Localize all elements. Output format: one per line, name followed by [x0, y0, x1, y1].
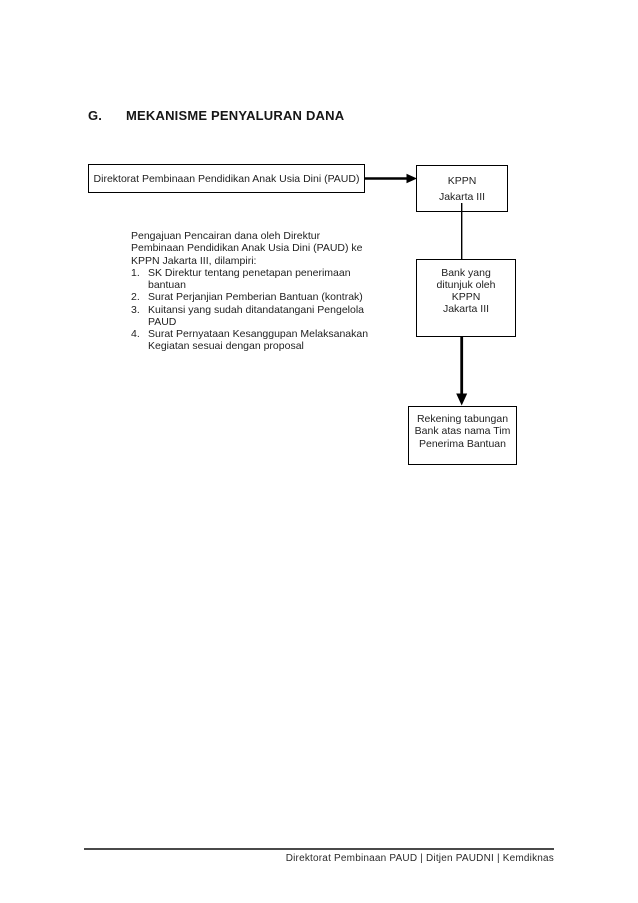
- node-label-direktorat: Direktorat Pembinaan Pendidikan Anak Usi…: [93, 172, 360, 185]
- list-item-text: Kuitansi yang sudah ditandatangani Penge…: [148, 303, 365, 328]
- list-item-number: 1.: [131, 266, 140, 279]
- list-item: 2. Surat Perjanjian Pemberian Bantuan (k…: [131, 291, 395, 303]
- section-heading: G. MEKANISME PENYALURAN DANA: [88, 108, 344, 123]
- list-item-number: 4.: [131, 328, 140, 340]
- node-label-bank: Bank yang ditunjuk oleh KPPN Jakarta III: [436, 267, 496, 315]
- list-item-text: Surat Pernyataan Kesanggupan Melaksanaka…: [148, 328, 369, 353]
- flowchart-node-kppn-jakarta-iii: KPPN Jakarta III: [416, 165, 508, 212]
- arrow-bank-to-rekening-icon: [456, 337, 468, 406]
- list-item-text: SK Direktur tentang penetapan penerimaan…: [148, 266, 351, 291]
- node-label-rekening: Rekening tabungan Bank atas nama Tim Pen…: [414, 413, 511, 450]
- list-item: 3. Kuitansi yang sudah ditandatangani Pe…: [131, 304, 395, 329]
- node-label-kppn: KPPN Jakarta III: [438, 174, 486, 203]
- list-item: 1. SK Direktur tentang penetapan penerim…: [131, 267, 395, 292]
- flowchart-node-rekening: Rekening tabungan Bank atas nama Tim Pen…: [408, 406, 517, 465]
- list-item-number: 3.: [131, 303, 140, 316]
- list-item: 4. Surat Pernyataan Kesanggupan Melaksan…: [131, 328, 395, 353]
- footer-divider: [84, 848, 554, 850]
- section-title: MEKANISME PENYALURAN DANA: [126, 108, 345, 123]
- list-item-text: Surat Perjanjian Pemberian Bantuan (kont…: [148, 291, 363, 304]
- list-item-number: 2.: [131, 291, 140, 304]
- section-number: G.: [88, 108, 103, 123]
- note-block: Pengajuan Pencairan dana oleh Direktur P…: [131, 230, 395, 353]
- arrow-direktorat-to-kppn-icon: [365, 173, 417, 184]
- note-intro: Pengajuan Pencairan dana oleh Direktur P…: [131, 230, 363, 267]
- flowchart-node-bank: Bank yang ditunjuk oleh KPPN Jakarta III: [416, 259, 516, 337]
- footer-text: Direktorat Pembinaan PAUD | Ditjen PAUDN…: [285, 853, 554, 864]
- flowchart-node-direktorat-paud: Direktorat Pembinaan Pendidikan Anak Usi…: [88, 164, 365, 193]
